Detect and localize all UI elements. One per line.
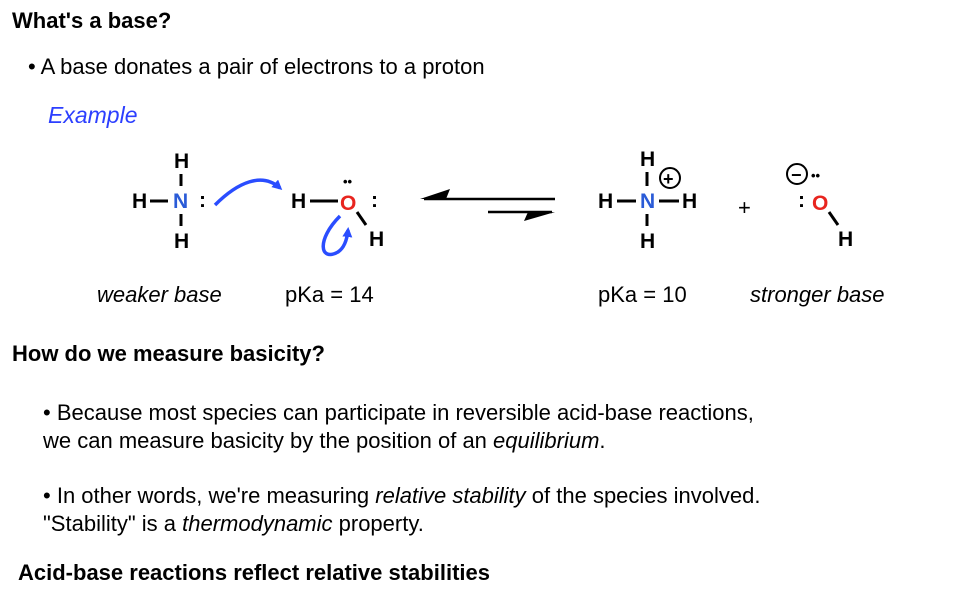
ammonium-h-left: H [598, 190, 613, 213]
water-lone-pair-top: •• [343, 174, 353, 189]
caption-stronger-base: stronger base [750, 282, 885, 307]
heading-what-is-base: What's a base? [12, 8, 172, 33]
bullet-symbol: • [28, 54, 36, 79]
caption-water-pka: pKa = 14 [285, 282, 374, 307]
hydroxide-lone-pair-top: •• [811, 168, 821, 183]
text-end: of the species involved. [525, 483, 761, 508]
ammonia-nitrogen: N [173, 190, 188, 213]
caption-ammonium-pka: pKa = 10 [598, 282, 687, 307]
positive-charge-icon [659, 167, 681, 189]
bond-hydroxide-oh [827, 211, 840, 226]
example-label: Example [48, 102, 138, 128]
ammonium-ion: H + H N H H [598, 148, 697, 253]
bullet-stability-line2: "Stability" is a thermodynamic property. [43, 511, 424, 537]
heading-how-measure: How do we measure basicity? [12, 341, 325, 366]
ammonia-lone-pair: : [199, 189, 206, 212]
ammonia-h-bottom: H [174, 230, 189, 253]
water-molecule: H O •• : H [291, 174, 384, 251]
reverse-arrow-head [420, 189, 450, 199]
bullet-text: A base donates a pair of electrons to a … [40, 54, 485, 79]
ammonia-h-top: H [174, 150, 189, 173]
bullet-stability-line1: • In other words, we're measuring relati… [43, 483, 760, 509]
bullet-equilibrium-line2: we can measure basicity by the position … [43, 428, 606, 454]
hydroxide-lone-pair-left: : [798, 189, 805, 212]
positive-charge-sign: + [663, 169, 674, 189]
hydroxide-ion: − •• : O H [786, 163, 853, 251]
curved-arrow-bond-to-oxygen [321, 214, 353, 257]
ammonium-h-right: H [682, 190, 697, 213]
bullet-text: Because most species can participate in … [56, 400, 754, 425]
text-emphasis: thermodynamic [182, 511, 333, 536]
water-h-left: H [291, 190, 306, 213]
text-end: . [599, 428, 606, 453]
ammonium-h-top: H [640, 148, 655, 171]
plus-sign: + [738, 195, 751, 220]
bullet-base-definition: • A base donates a pair of electrons to … [28, 54, 485, 80]
ammonia-molecule: H H N : H [132, 150, 206, 253]
bullet-symbol: • [43, 400, 51, 425]
ammonium-h-bottom: H [640, 230, 655, 253]
hydroxide-oxygen: O [812, 192, 828, 215]
water-lone-pair-right: : [371, 189, 378, 212]
text-start: In other words, we're measuring [56, 483, 376, 508]
ammonium-nitrogen: N [640, 190, 655, 213]
negative-charge-sign: − [791, 165, 802, 185]
heading-acid-base-stability: Acid-base reactions reflect relative sta… [18, 560, 490, 585]
hydroxide-h: H [838, 228, 853, 251]
equilibrium-arrows [420, 189, 555, 221]
bullet-equilibrium-line1: • Because most species can participate i… [43, 400, 754, 426]
water-h-bottom: H [369, 228, 384, 251]
text-emphasis: equilibrium [493, 428, 600, 453]
text-start: we can measure basicity by the position … [43, 428, 494, 453]
water-oxygen: O [340, 192, 356, 215]
negative-charge-icon [786, 163, 808, 185]
text-start: "Stability" is a [43, 511, 183, 536]
caption-weaker-base: weaker base [97, 282, 222, 307]
text-emphasis: relative stability [375, 483, 526, 508]
bond-oh-bottom [355, 211, 368, 226]
text-end: property. [332, 511, 424, 536]
bullet-symbol: • [43, 483, 51, 508]
ammonia-h-left: H [132, 190, 147, 213]
forward-arrow-head [524, 212, 555, 221]
curved-arrow-lone-pair [213, 178, 283, 207]
